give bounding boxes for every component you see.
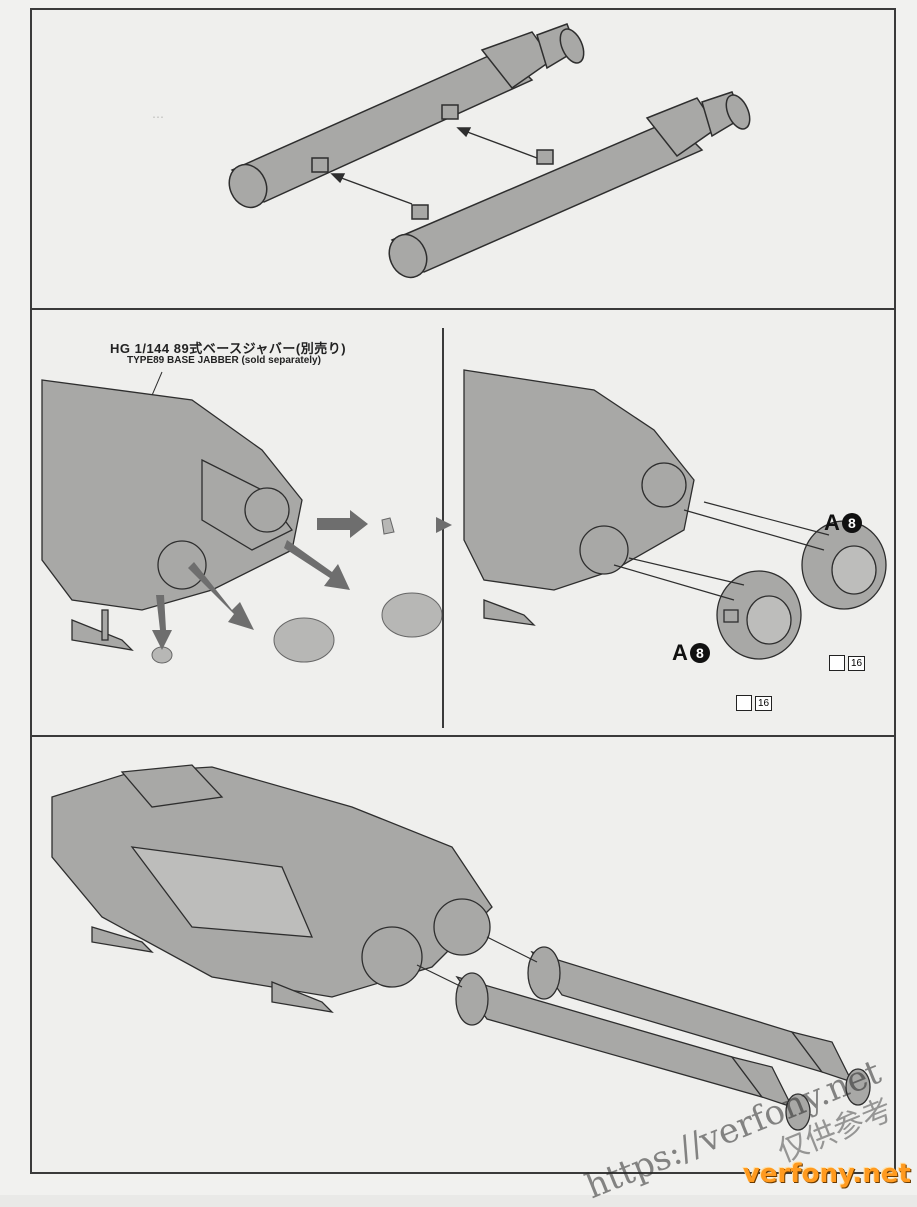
divider-step1-step2 (32, 308, 894, 310)
sticker-icon (829, 655, 845, 671)
panel-step-1: ⋯ (32, 10, 894, 308)
ghost-text: ⋯ (152, 110, 164, 124)
base-jabber-attach-illustration (463, 369, 887, 660)
sticker-ref-lower: 16 (736, 695, 773, 711)
base-jabber-disassembly-illustration (41, 371, 442, 664)
part-letter: A (824, 510, 840, 535)
sticker-number: 16 (755, 695, 773, 711)
part-number: 8 (689, 643, 710, 663)
instruction-frame: ⋯ (30, 8, 896, 1174)
sticker-number: 16 (848, 655, 866, 671)
base-jabber-title-jp: HG 1/144 89式ベースジャバー(別売り) (110, 341, 347, 356)
panel-step-2-left: HG 1/144 89式ベースジャバー(別売り) TYPE89 BASE JAB… (32, 310, 442, 735)
watermark-brand: verfony.net (742, 1159, 911, 1189)
part-letter: A (672, 640, 688, 665)
divider-step2-step3 (32, 735, 894, 737)
part-number: 8 (841, 513, 862, 533)
sticker-icon (736, 695, 752, 711)
step-flow-arrow-icon (436, 517, 452, 533)
final-assembly-illustration (51, 764, 871, 1131)
base-jabber-title-en: TYPE89 BASE JABBER (sold separately) (127, 355, 321, 366)
panel-step-3 (32, 737, 894, 1172)
sticker-ref-upper: 16 (829, 655, 866, 671)
cylinder-assembly-illustration (228, 23, 751, 279)
